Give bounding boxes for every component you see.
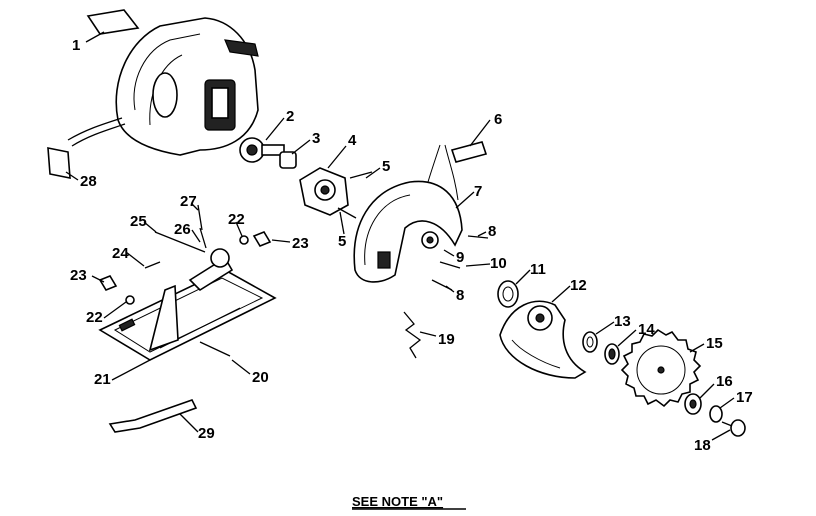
callout-15: 15 [706,335,723,352]
part-24-25-26-27-screws [144,204,207,269]
callout-13: 13 [614,313,631,330]
part-11-collar [497,280,519,308]
part-14-flange [604,343,620,365]
part-1-label [86,9,140,35]
callout-8b: 8 [456,287,464,304]
callout-24: 24 [112,245,129,262]
part-3-bearing [279,151,297,169]
part-20-screw [199,341,231,357]
callout-5b: 5 [338,233,346,250]
motor-housing [67,17,259,156]
callout-28: 28 [80,173,97,190]
see-note-label: SEE NOTE "A" [352,494,443,509]
part-18-blade-screw [721,419,746,437]
callout-25: 25 [130,213,147,230]
callout-10: 10 [490,255,507,272]
part-28-tag [47,147,71,179]
part-2-gear-shaft [239,137,285,163]
callout-23a: 23 [292,235,309,252]
part-12-lower-guard [499,300,587,379]
callout-1: 1 [72,37,80,54]
callout-11: 11 [530,261,546,278]
part-4-gear-case [299,167,349,216]
callout-23b: 23 [70,267,87,284]
callout-12: 12 [570,277,587,294]
leader-lines [65,31,735,441]
callout-21: 21 [94,371,111,388]
part-22-23-wing-nuts [98,231,272,305]
part-5-screws [337,171,373,219]
part-19-decal [403,311,422,359]
callout-29: 29 [198,425,215,442]
part-17-flange [709,405,723,423]
callout-labels: 1 2 3 4 5 5 6 7 8 8 9 10 11 12 13 14 15 … [70,37,753,454]
callout-22b: 22 [86,309,103,326]
callout-8a: 8 [488,223,496,240]
part-16-outer-washer [684,393,702,415]
callout-20: 20 [252,369,269,386]
part-29-rip-fence [108,399,198,433]
callout-26: 26 [174,221,191,238]
callout-17: 17 [736,389,753,406]
part-6-label [450,141,488,163]
callout-18: 18 [694,437,711,454]
callout-9: 9 [456,249,464,266]
callout-7: 7 [474,183,482,200]
callout-2: 2 [286,108,294,125]
callout-22a: 22 [228,211,245,228]
callout-19: 19 [438,331,455,348]
callout-3: 3 [312,130,320,147]
callout-6: 6 [494,111,502,128]
part-15-saw-blade [620,328,702,408]
callout-14: 14 [638,321,655,338]
callout-27: 27 [180,193,197,210]
part-7-upper-guard [353,144,463,283]
part-21-base-plate [98,248,277,361]
callout-5a: 5 [382,158,390,175]
callout-4: 4 [348,132,357,149]
part-13-washer [582,331,598,353]
callout-16: 16 [716,373,733,390]
